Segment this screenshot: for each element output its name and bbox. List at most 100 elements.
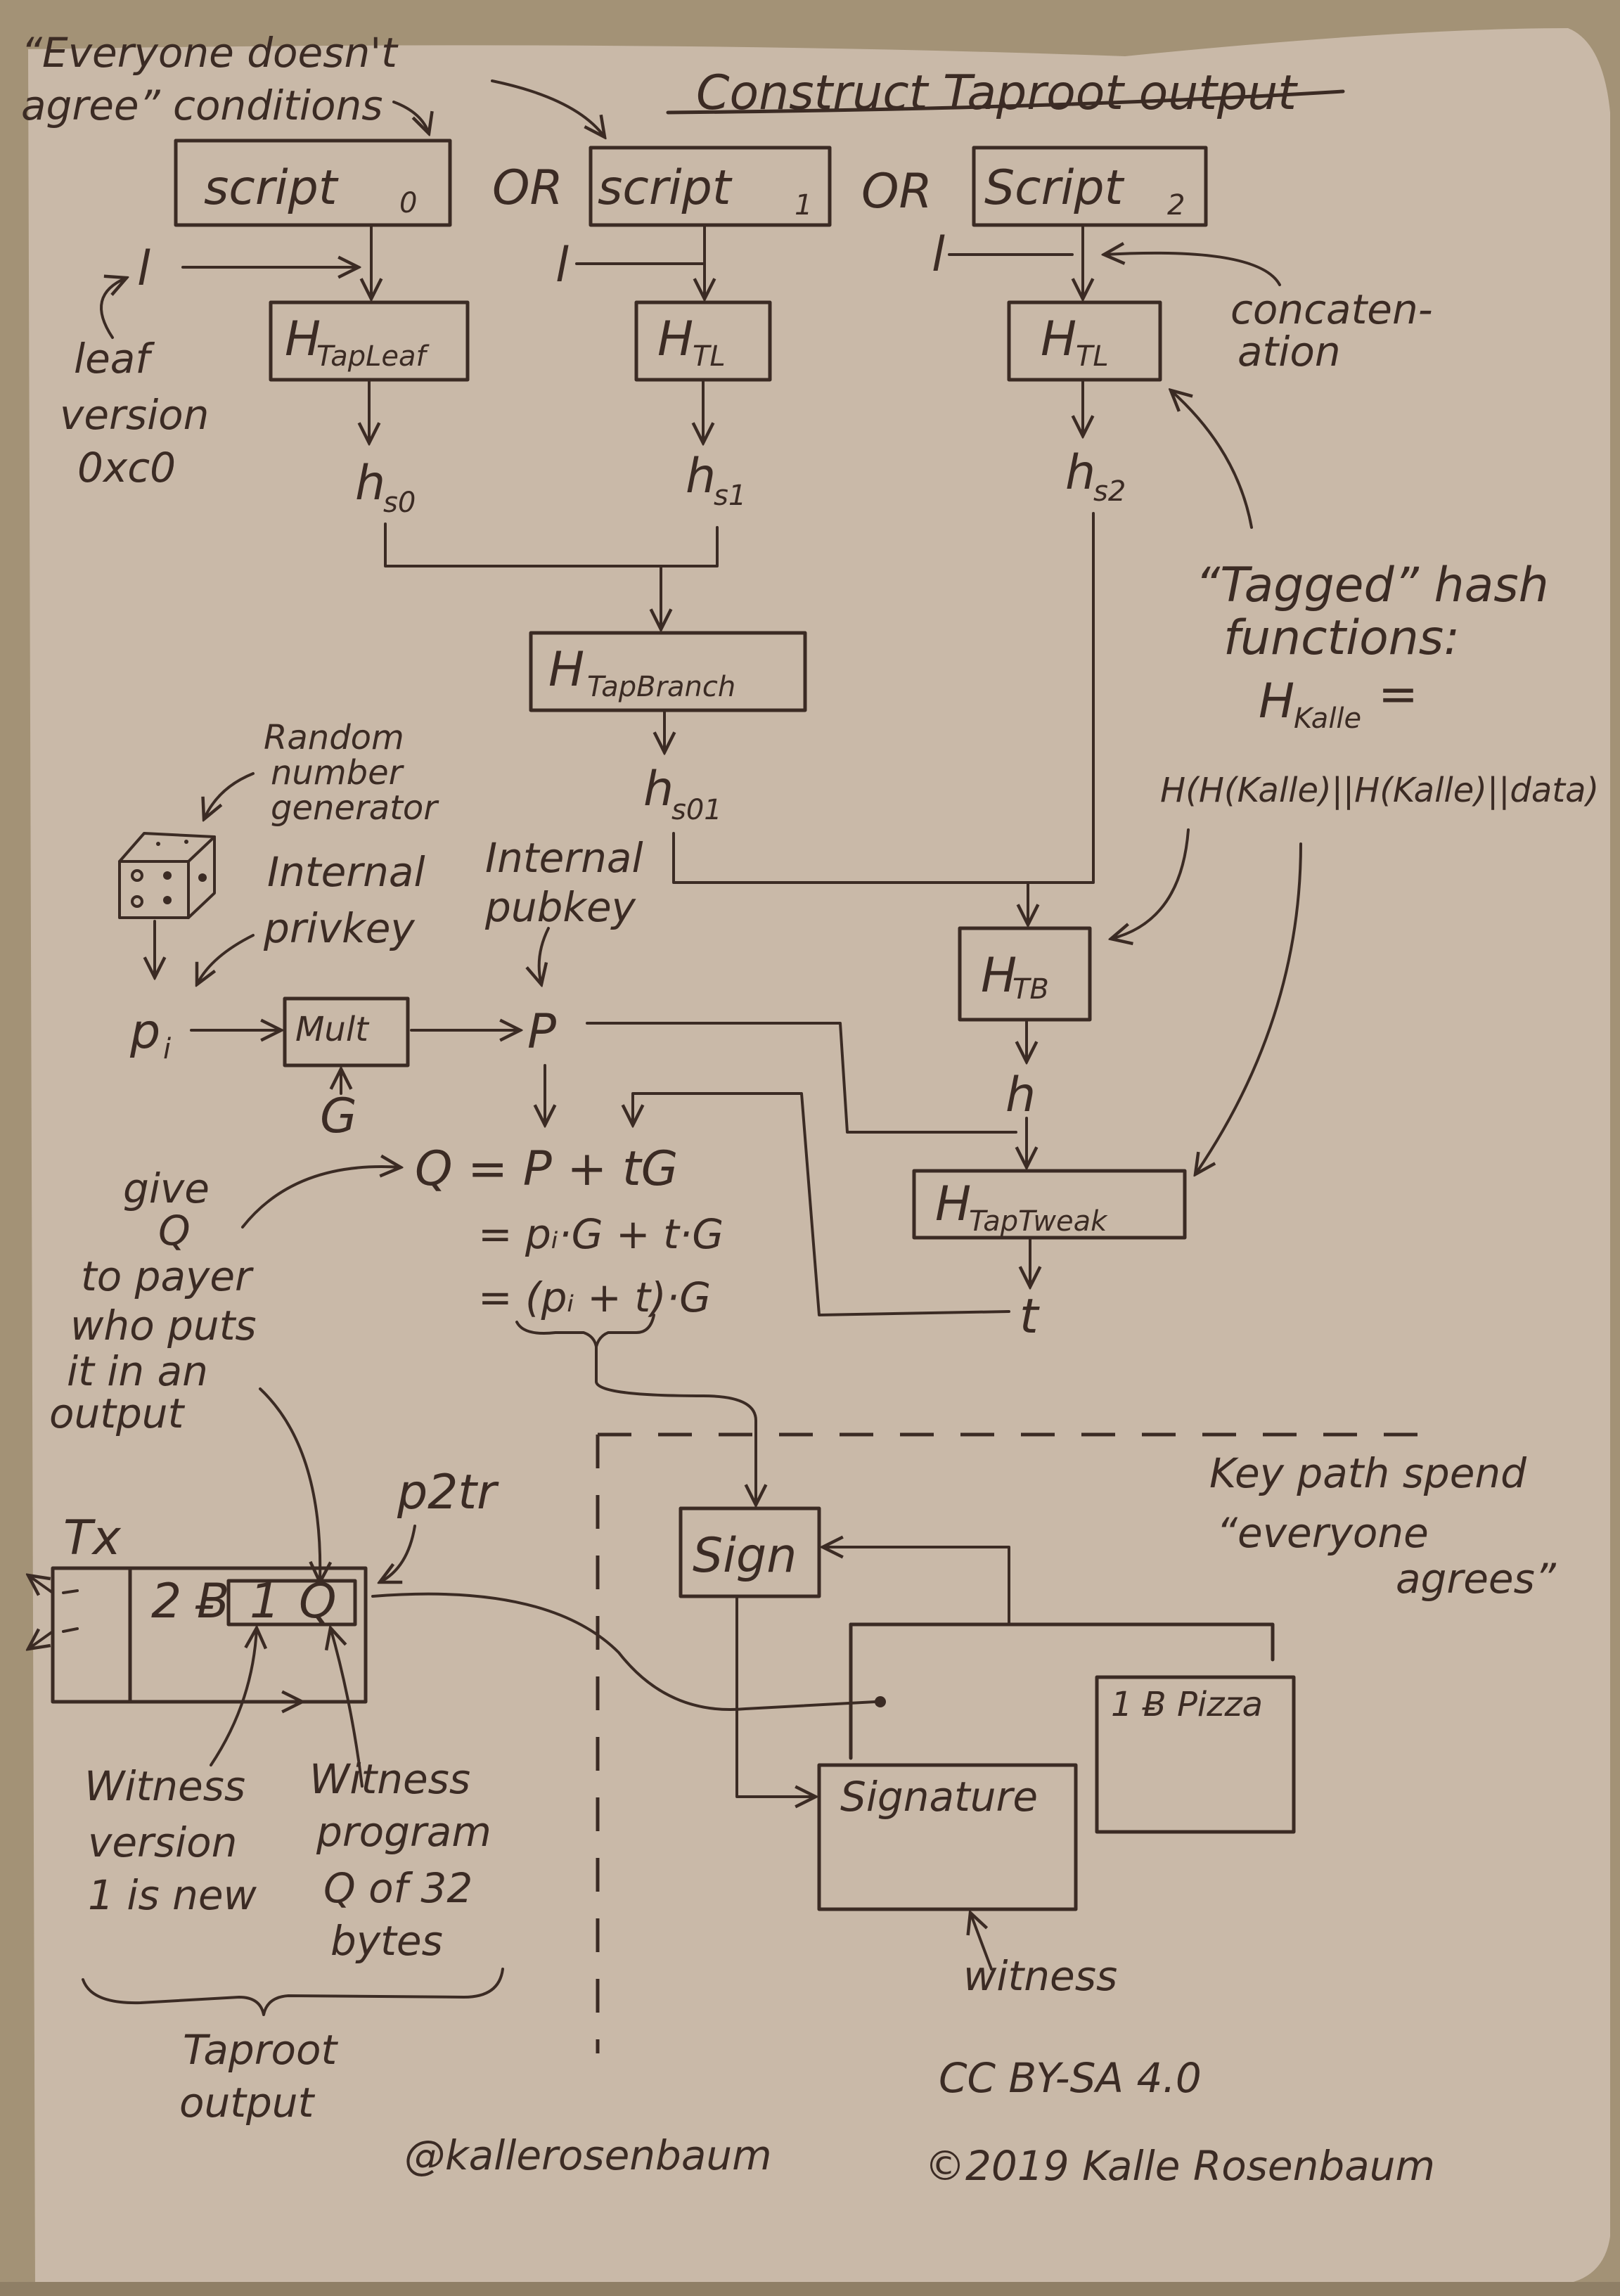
connector-p-to-taptweak [586, 1022, 1017, 1134]
tx-output-amount: 2 Ƀ [151, 1574, 230, 1629]
connector-tx-output-to-input [371, 1592, 877, 1711]
svg-text:TB: TB [1012, 973, 1049, 1006]
svg-text:1: 1 [795, 189, 812, 222]
svg-text:script: script [598, 160, 733, 216]
arrow-input-to-sign [823, 1547, 1010, 1626]
equation-line-1: Q = P + tG [415, 1141, 678, 1197]
tagged-hash-formula: H(H(Kalle)||H(Kalle)||data) [1160, 771, 1599, 810]
transaction-box [28, 1566, 368, 1702]
witness-program-label-4: bytes [330, 1917, 443, 1965]
svg-text:s1: s1 [714, 480, 746, 512]
svg-text:TL: TL [1076, 340, 1109, 373]
brace-taproot-output [82, 1968, 504, 2016]
svg-text:H: H [285, 312, 321, 367]
svg-text:2: 2 [1167, 189, 1185, 222]
connector-hs0-hs1 [384, 522, 719, 567]
tx-label: Tx [63, 1511, 122, 1566]
root-hash-h: h [1005, 1067, 1036, 1123]
svg-text:TapTweak: TapTweak [969, 1205, 1108, 1238]
annotation-everyone-doesnt-agree-2: agree” conditions [21, 82, 382, 129]
script-box-1: script 1 [589, 146, 832, 227]
svg-text:Signature: Signature [840, 1773, 1038, 1821]
pubkey-label-1: Internal [485, 834, 643, 882]
arrow-sign-to-signature [735, 1595, 816, 1797]
arrow-privkey-to-pi [197, 934, 255, 985]
arrow-give-q-to-tx [259, 1387, 320, 1582]
svg-text:Q: Q [299, 1574, 337, 1629]
hash-output-s1: h s1 [686, 449, 746, 512]
equation-line-3: = (pᵢ + t)·G [478, 1274, 711, 1321]
key-path-label-2: “everyone [1216, 1509, 1429, 1557]
arrow-tagged-to-htl2 [1171, 390, 1253, 529]
tagged-hash-label-1: “Tagged” hash [1195, 558, 1549, 613]
hash-taptweak-box: H TapTweak [912, 1169, 1187, 1240]
p2tr-label: p2tr [397, 1465, 499, 1520]
svg-text:p: p [129, 1004, 160, 1060]
dice-icon [118, 832, 216, 919]
svg-text:h: h [686, 449, 716, 504]
rng-label-2: number [271, 753, 405, 793]
svg-text:s01: s01 [671, 794, 722, 826]
witness-program-label-2: program [316, 1808, 491, 1856]
witness-program-label-3: Q of 32 [323, 1864, 472, 1912]
concatenation-label-1: concaten- [1230, 286, 1433, 333]
svg-text:H: H [548, 642, 584, 698]
svg-text:s0: s0 [383, 487, 416, 519]
equation-line-2: = pᵢ·G + t·G [478, 1210, 724, 1258]
give-q-label-5: it in an [67, 1347, 208, 1395]
pubkey-symbol-p: P [527, 1004, 556, 1060]
hash-tl-box-2: H TL [1007, 300, 1162, 382]
arrow-p2tr-to-output [380, 1525, 416, 1582]
svg-text:Mult: Mult [295, 1010, 370, 1049]
svg-text:h: h [1065, 445, 1095, 501]
witness-program-label-1: Witness [309, 1755, 470, 1803]
tweak-t: t [1020, 1289, 1040, 1345]
give-q-label-2: Q [158, 1207, 191, 1255]
arrow-tagged-to-taptweak [1195, 842, 1302, 1174]
annotation-everyone-doesnt-agree-1: “Everyone doesn't [21, 29, 399, 77]
paper-sheet [28, 28, 1610, 2289]
privkey-symbol: p i [129, 1004, 171, 1065]
taproot-output-label-1: Taproot [183, 2026, 339, 2074]
arrow-to-script-0 [392, 101, 429, 134]
arrow-give-q-to-q [241, 1167, 401, 1229]
concatenation-label-2: ation [1238, 328, 1341, 376]
hash-output-s01: h s01 [643, 762, 722, 826]
signature-box: Signature [817, 1763, 1078, 1911]
svg-text:H: H [1041, 312, 1076, 367]
svg-text:H: H [935, 1176, 971, 1232]
give-q-label-6: output [49, 1390, 186, 1437]
hash-output-s0: h s0 [355, 456, 416, 519]
tagged-hash-label-2: functions: [1223, 610, 1460, 666]
connector-hs01-hs2 [672, 512, 1095, 884]
twitter-handle: @kallerosenbaum [404, 2131, 772, 2179]
arrow-pubkey-to-p [539, 927, 550, 985]
tx-output-script: 1 Q [226, 1574, 357, 1629]
svg-text:1 Ƀ Pizza: 1 Ƀ Pizza [1111, 1685, 1263, 1724]
pubkey-label-2: pubkey [484, 883, 636, 931]
sign-box: Sign [679, 1506, 821, 1598]
svg-text:TL: TL [693, 340, 726, 373]
rng-label-3: generator [271, 788, 439, 828]
tagged-hash-hkalle-sub: Kalle [1294, 703, 1361, 735]
witness-version-label-3: 1 is new [88, 1871, 257, 1919]
leaf-version-input-0: l [137, 241, 150, 297]
witness-version-label-2: version [88, 1819, 237, 1866]
privkey-label-1: Internal [267, 848, 425, 896]
copyright-notice: ©2019 Kalle Rosenbaum [925, 2142, 1435, 2190]
script-box-0: script 0 [174, 139, 452, 227]
hash-output-s2: h s2 [1065, 445, 1126, 508]
svg-text:Script: Script [984, 160, 1125, 216]
arrow-tagged-to-htb [1111, 828, 1190, 939]
svg-text:s2: s2 [1093, 475, 1126, 508]
svg-text:TapLeaf: TapLeaf [316, 340, 430, 373]
tagged-hash-equals: = [1378, 667, 1418, 722]
arrow-witness-program [330, 1628, 364, 1788]
generator-g: G [320, 1089, 357, 1144]
pizza-output-box: 1 Ƀ Pizza [1095, 1675, 1296, 1834]
give-q-label-3: to payer [81, 1252, 254, 1300]
arrow-witness-version [210, 1628, 257, 1766]
mult-box: Mult [283, 996, 410, 1067]
